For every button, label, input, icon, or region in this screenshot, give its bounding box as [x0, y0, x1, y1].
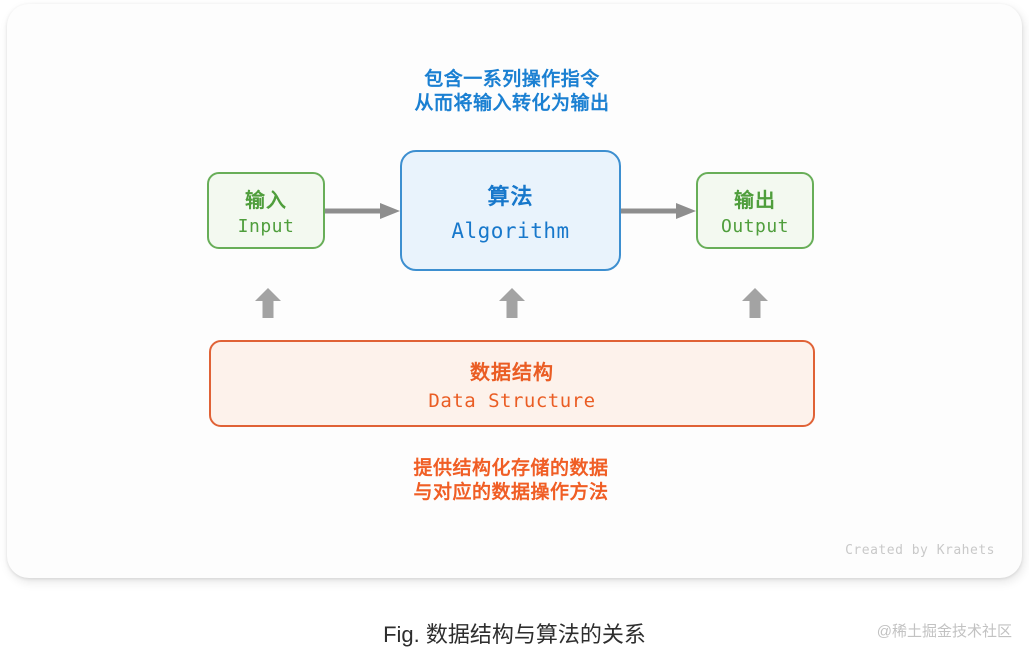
- algorithm-node: 算法 Algorithm: [400, 150, 621, 271]
- output-node-label-en: Output: [720, 216, 790, 237]
- algorithm-node-label-en: Algorithm: [451, 218, 570, 243]
- data-structure-node: 数据结构 Data Structure: [209, 340, 815, 427]
- output-node: 输出 Output: [696, 172, 814, 249]
- algorithm-annotation: 包含一系列操作指令 从而将输入转化为输出: [312, 68, 712, 116]
- data-structure-node-label-en: Data Structure: [428, 389, 596, 412]
- input-node-label-zh: 输入: [245, 190, 287, 212]
- algorithm-annotation-line1: 包含一系列操作指令: [424, 69, 600, 90]
- algorithm-annotation-line2: 从而将输入转化为输出: [414, 93, 610, 114]
- arrow-right-icon: [621, 202, 696, 225]
- data-structure-annotation-line1: 提供结构化存储的数据: [413, 458, 609, 479]
- figure-caption: Fig. 数据结构与算法的关系: [383, 622, 646, 647]
- data-structure-annotation-line2: 与对应的数据操作方法: [413, 482, 609, 503]
- credit-text: Created by Krahets: [845, 543, 995, 558]
- data-structure-node-label-zh: 数据结构: [470, 361, 554, 384]
- arrow-up-icon: [741, 288, 769, 324]
- arrow-right-icon: [325, 202, 400, 225]
- input-node: 输入 Input: [207, 172, 325, 249]
- output-node-label-zh: 输出: [734, 190, 776, 212]
- arrow-up-icon: [498, 288, 526, 324]
- data-structure-annotation: 提供结构化存储的数据 与对应的数据操作方法: [311, 457, 711, 505]
- arrow-up-icon: [254, 288, 282, 324]
- watermark-text: @稀土掘金技术社区: [876, 623, 1012, 640]
- input-node-label-en: Input: [237, 216, 295, 237]
- algorithm-node-label-zh: 算法: [487, 183, 534, 209]
